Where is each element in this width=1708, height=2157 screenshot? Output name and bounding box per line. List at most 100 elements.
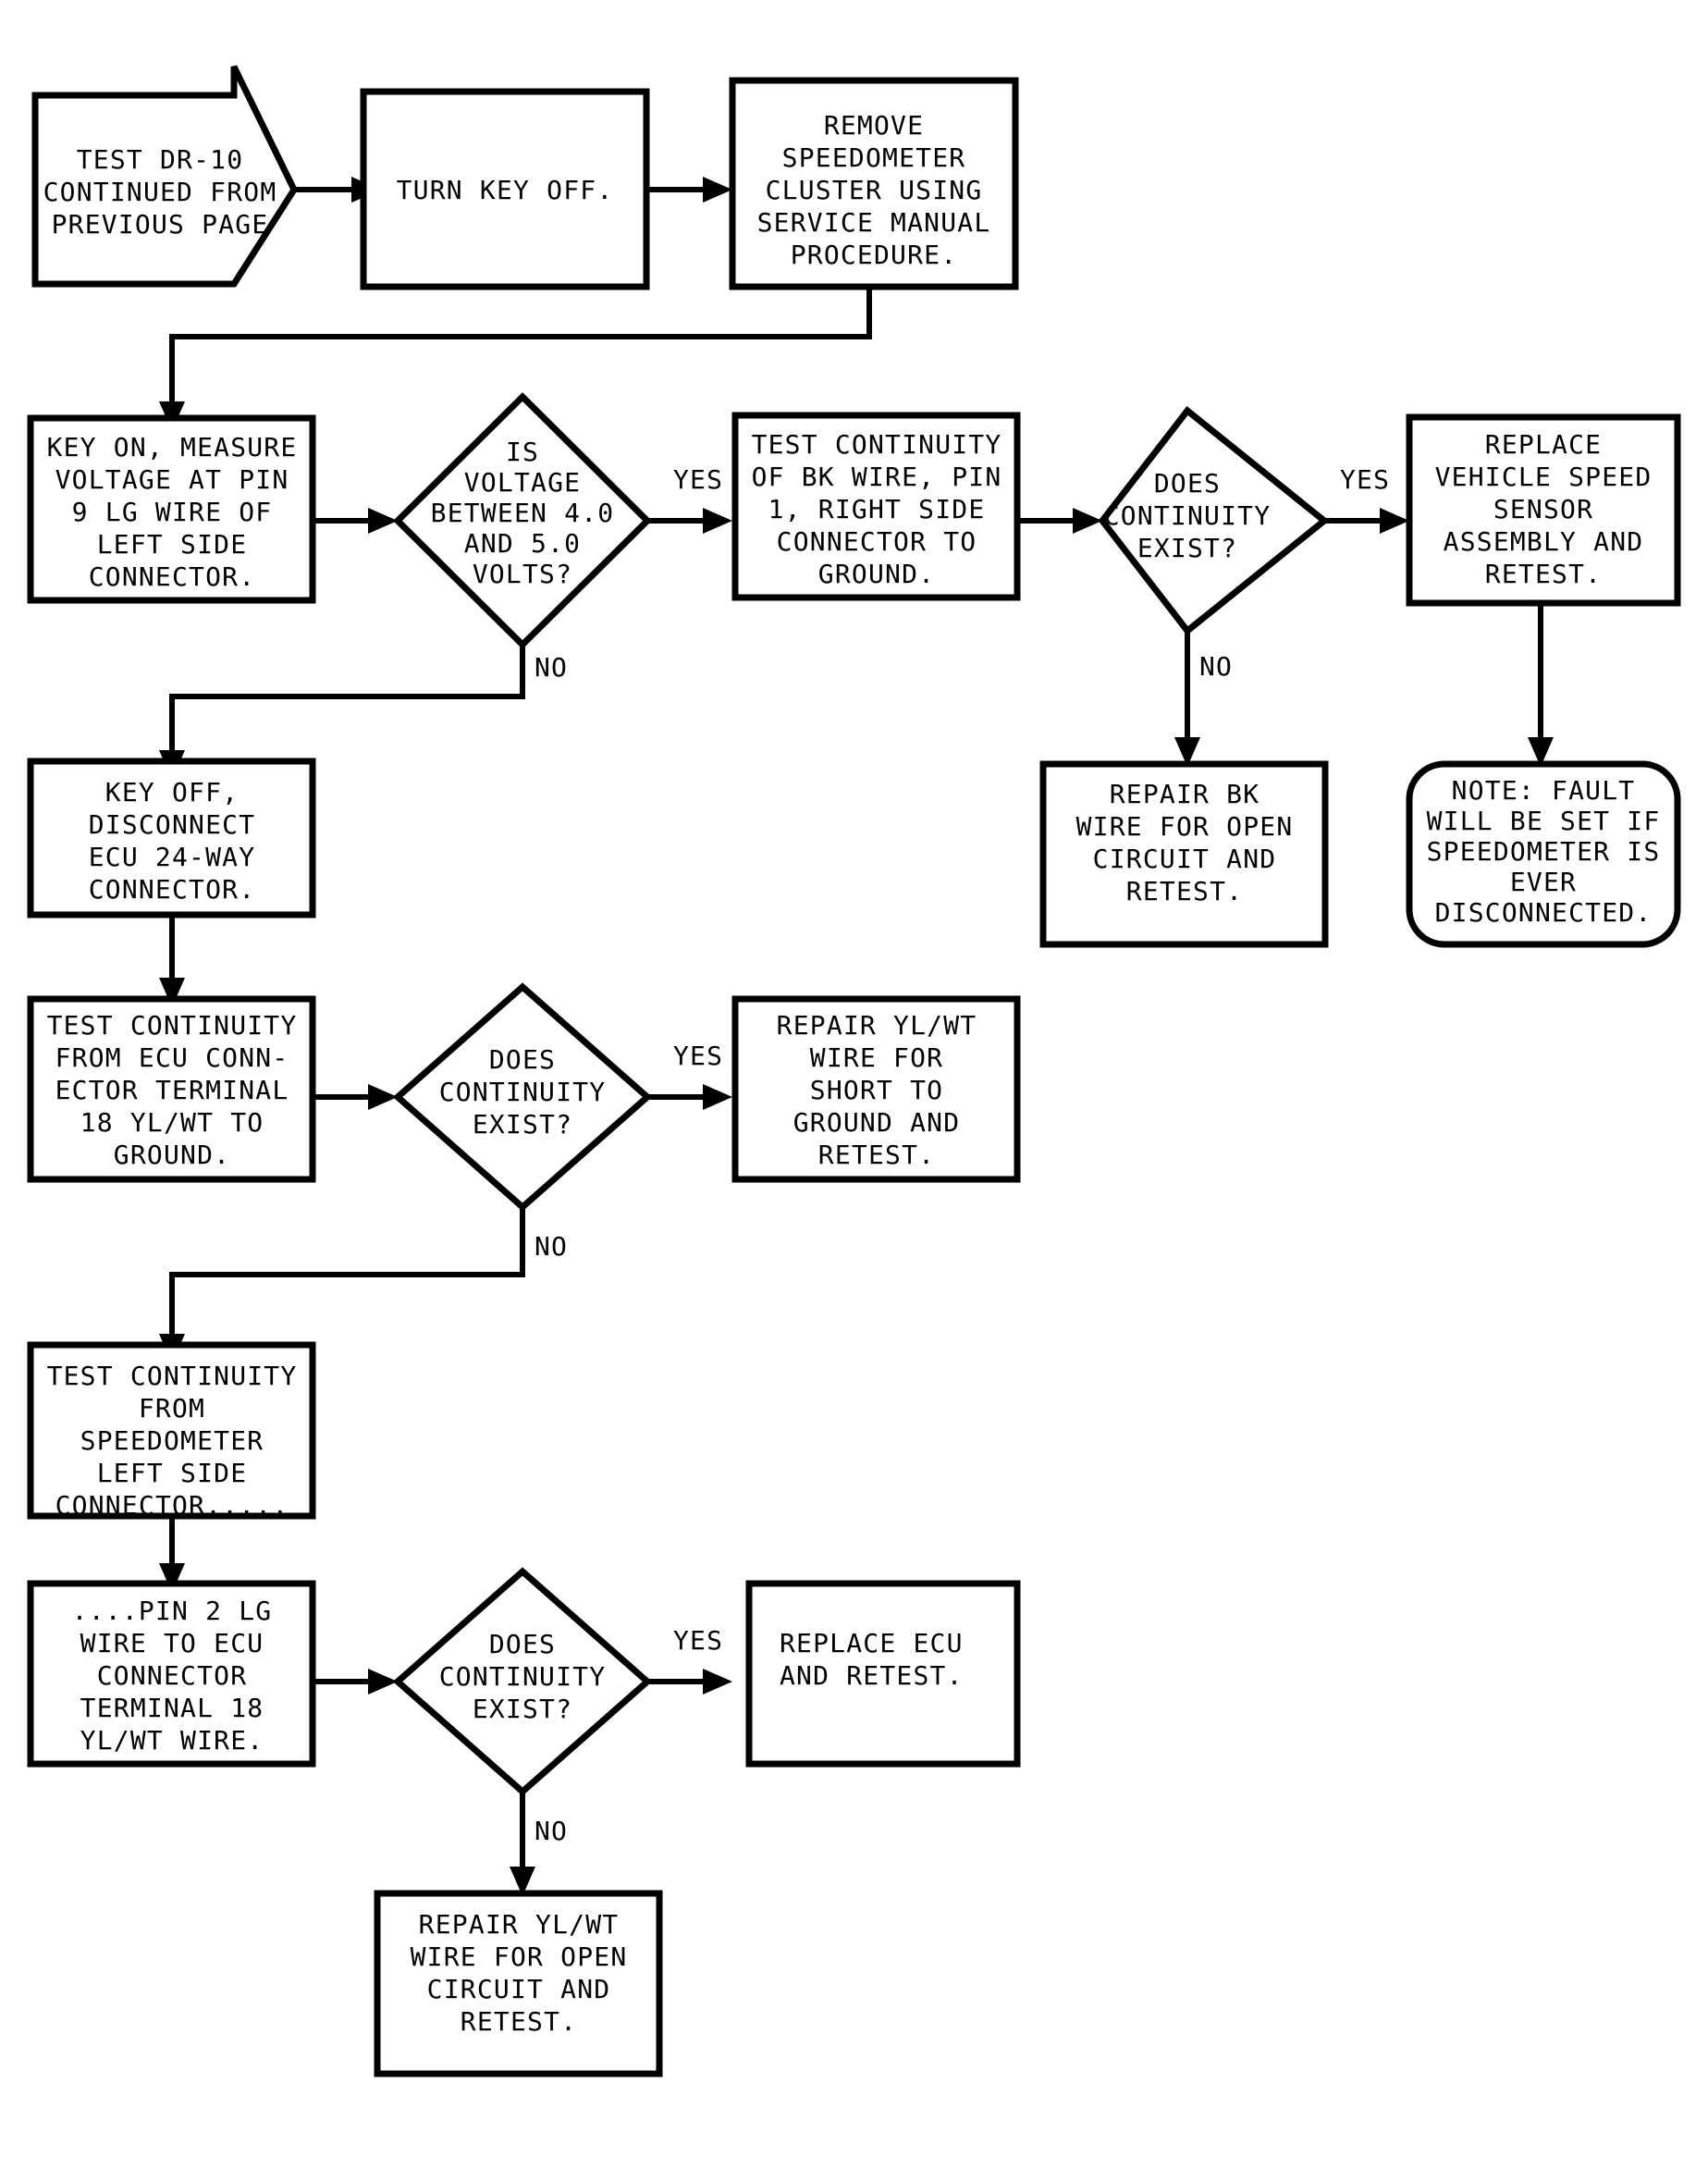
note-line-2: SPEEDOMETER IS [1427,836,1661,867]
arrowhead-vss-to-note [1528,737,1554,767]
isvoltage-line-4: VOLTS? [473,559,572,589]
cont1-diamond [1098,406,1330,635]
keyoff-line-1: DISCONNECT [89,809,256,840]
repairshort-line-4: RETEST. [818,1140,935,1170]
arrowhead-cont2-yes [703,1084,732,1110]
label-no-4: NO [535,1816,568,1846]
note-line-3: EVER [1510,867,1577,897]
node-test-speedo-connector[interactable]: TEST CONTINUITY FROM SPEEDOMETER LEFT SI… [27,1341,316,1521]
testecu-box [27,995,316,1183]
remove-line-1: SPEEDOMETER [782,142,966,173]
testbk-line-3: CONNECTOR TO [777,526,977,557]
pin2-box [27,1580,316,1768]
label-yes-3: YES [673,1041,723,1071]
speedoconn-line-2: SPEEDOMETER [80,1425,264,1456]
vss-line-4: RETEST. [1485,559,1602,589]
repairopen-line-3: RETEST. [461,2006,577,2037]
testbk-line-4: GROUND. [818,559,935,589]
arrowhead-keyoff-to-testecu [159,978,185,1007]
keyon-line-1: VOLTAGE AT PIN [55,464,289,495]
keyon-box [27,414,316,604]
node-test-ecu-terminal-18[interactable]: TEST CONTINUITY FROM ECU CONN- ECTOR TER… [27,995,316,1183]
repairbk-line-3: RETEST. [1126,876,1243,906]
arrowhead-turnkey-to-remove [703,177,732,203]
edge-labels: YES NO YES NO YES NO YES NO [535,464,1390,1846]
testecu-line-1: FROM ECU CONN- [55,1042,289,1073]
node-repair-bk[interactable]: REPAIR BK WIRE FOR OPEN CIRCUIT AND RETE… [1039,760,1329,948]
repairopen-line-0: REPAIR YL/WT [419,1909,620,1940]
node-repair-ylwt-short[interactable]: REPAIR YL/WT WIRE FOR SHORT TO GROUND AN… [731,995,1021,1183]
cont2-diamond [392,982,653,1212]
repairopen-line-1: WIRE FOR OPEN [411,1941,628,1972]
node-remove-speedometer[interactable]: REMOVE SPEEDOMETER CLUSTER USING SERVICE… [729,77,1019,290]
testecu-line-4: GROUND. [114,1140,230,1170]
repairshort-line-0: REPAIR YL/WT [777,1010,977,1041]
repairopen-box [374,1890,663,2077]
edge-isvoltage-no [169,645,525,750]
cont1-line-2: EXIST? [1137,533,1237,563]
node-repair-ylwt-open[interactable]: REPAIR YL/WT WIRE FOR OPEN CIRCUIT AND R… [374,1890,663,2077]
node-key-on-measure[interactable]: KEY ON, MEASURE VOLTAGE AT PIN 9 LG WIRE… [27,414,316,604]
cont3-line-0: DOES [489,1629,556,1659]
speedoconn-line-4: CONNECTOR..... [55,1490,289,1521]
remove-speedo-box [729,77,1019,290]
cont1-line-1: CONTINUITY [1104,500,1272,531]
node-key-off-disconnect[interactable]: KEY OFF, DISCONNECT ECU 24-WAY CONNECTOR… [27,758,316,918]
node-continuity-exist-2[interactable]: DOES CONTINUITY EXIST? [392,982,653,1212]
repairbk-line-2: CIRCUIT AND [1093,844,1277,874]
pin2-line-1: WIRE TO ECU [80,1628,264,1658]
keyon-line-3: LEFT SIDE [97,529,248,560]
repairopen-line-2: CIRCUIT AND [427,1974,611,2004]
keyoff-box [27,758,316,918]
arrowhead-testbk-to-cont1 [1073,508,1102,534]
speedoconn-line-3: LEFT SIDE [97,1458,248,1488]
node-pin2-lg-wire[interactable]: ....PIN 2 LG WIRE TO ECU CONNECTOR TERMI… [27,1580,316,1768]
keyoff-line-2: ECU 24-WAY [89,842,256,872]
arrowhead-cont3-yes [703,1669,732,1695]
arrowhead-pin2-to-cont3 [368,1669,398,1695]
remove-line-4: PROCEDURE. [791,240,958,270]
repairbk-line-1: WIRE FOR OPEN [1076,811,1294,842]
cont2-line-2: EXIST? [473,1109,572,1140]
arrowhead-cont3-no [510,1867,535,1896]
repairshort-line-2: SHORT TO [810,1075,943,1105]
cont3-line-1: CONTINUITY [439,1661,607,1692]
testbk-line-2: 1, RIGHT SIDE [768,494,986,524]
notefault-box [1406,760,1681,948]
node-note-fault[interactable]: NOTE: FAULT WILL BE SET IF SPEEDOMETER I… [1406,760,1681,948]
edge-remove-to-keyon [169,287,872,401]
pin2-line-2: CONNECTOR [97,1660,248,1691]
note-line-1: WILL BE SET IF [1427,806,1661,836]
node-replace-vss[interactable]: REPLACE VEHICLE SPEED SENSOR ASSEMBLY AN… [1406,413,1681,607]
isvoltage-line-3: AND 5.0 [464,528,581,559]
isvoltage-line-1: VOLTAGE [464,467,581,498]
keyon-line-4: CONNECTOR. [89,561,256,592]
pin2-line-3: TERMINAL 18 [80,1693,264,1723]
replaceecu-box [745,1580,1021,1768]
repairbk-box [1039,760,1329,948]
repairshort-box [731,995,1021,1183]
start-line-2: PREVIOUS PAGE [52,209,269,240]
vss-line-2: SENSOR [1493,494,1593,524]
node-turn-key-off[interactable]: TURN KEY OFF. [360,88,650,290]
start-arrow-shape [31,65,299,288]
start-line-1: CONTINUED FROM [43,177,277,207]
node-replace-ecu[interactable]: REPLACE ECU AND RETEST. [745,1580,1021,1768]
node-continuity-exist-1[interactable]: DOES CONTINUITY EXIST? [1098,406,1330,635]
label-yes-2: YES [1340,464,1390,495]
pin2-line-0: ....PIN 2 LG [72,1596,273,1626]
label-yes-4: YES [673,1625,723,1656]
node-test-bk-wire[interactable]: TEST CONTINUITY OF BK WIRE, PIN 1, RIGHT… [731,412,1021,601]
speedoconn-line-0: TEST CONTINUITY [47,1361,298,1391]
keyoff-line-0: KEY OFF, [105,777,239,807]
node-start[interactable]: TEST DR-10 CONTINUED FROM PREVIOUS PAGE [31,65,299,288]
start-line-0: TEST DR-10 [77,144,244,175]
remove-line-3: SERVICE MANUAL [757,207,991,238]
node-is-voltage[interactable]: IS VOLTAGE BETWEEN 4.0 AND 5.0 VOLTS? [393,392,652,649]
label-yes-1: YES [673,464,723,495]
isvoltage-diamond [393,392,652,649]
keyoff-line-3: CONNECTOR. [89,874,256,905]
node-continuity-exist-3[interactable]: DOES CONTINUITY EXIST? [392,1567,653,1796]
testbk-line-1: OF BK WIRE, PIN [752,462,1002,492]
